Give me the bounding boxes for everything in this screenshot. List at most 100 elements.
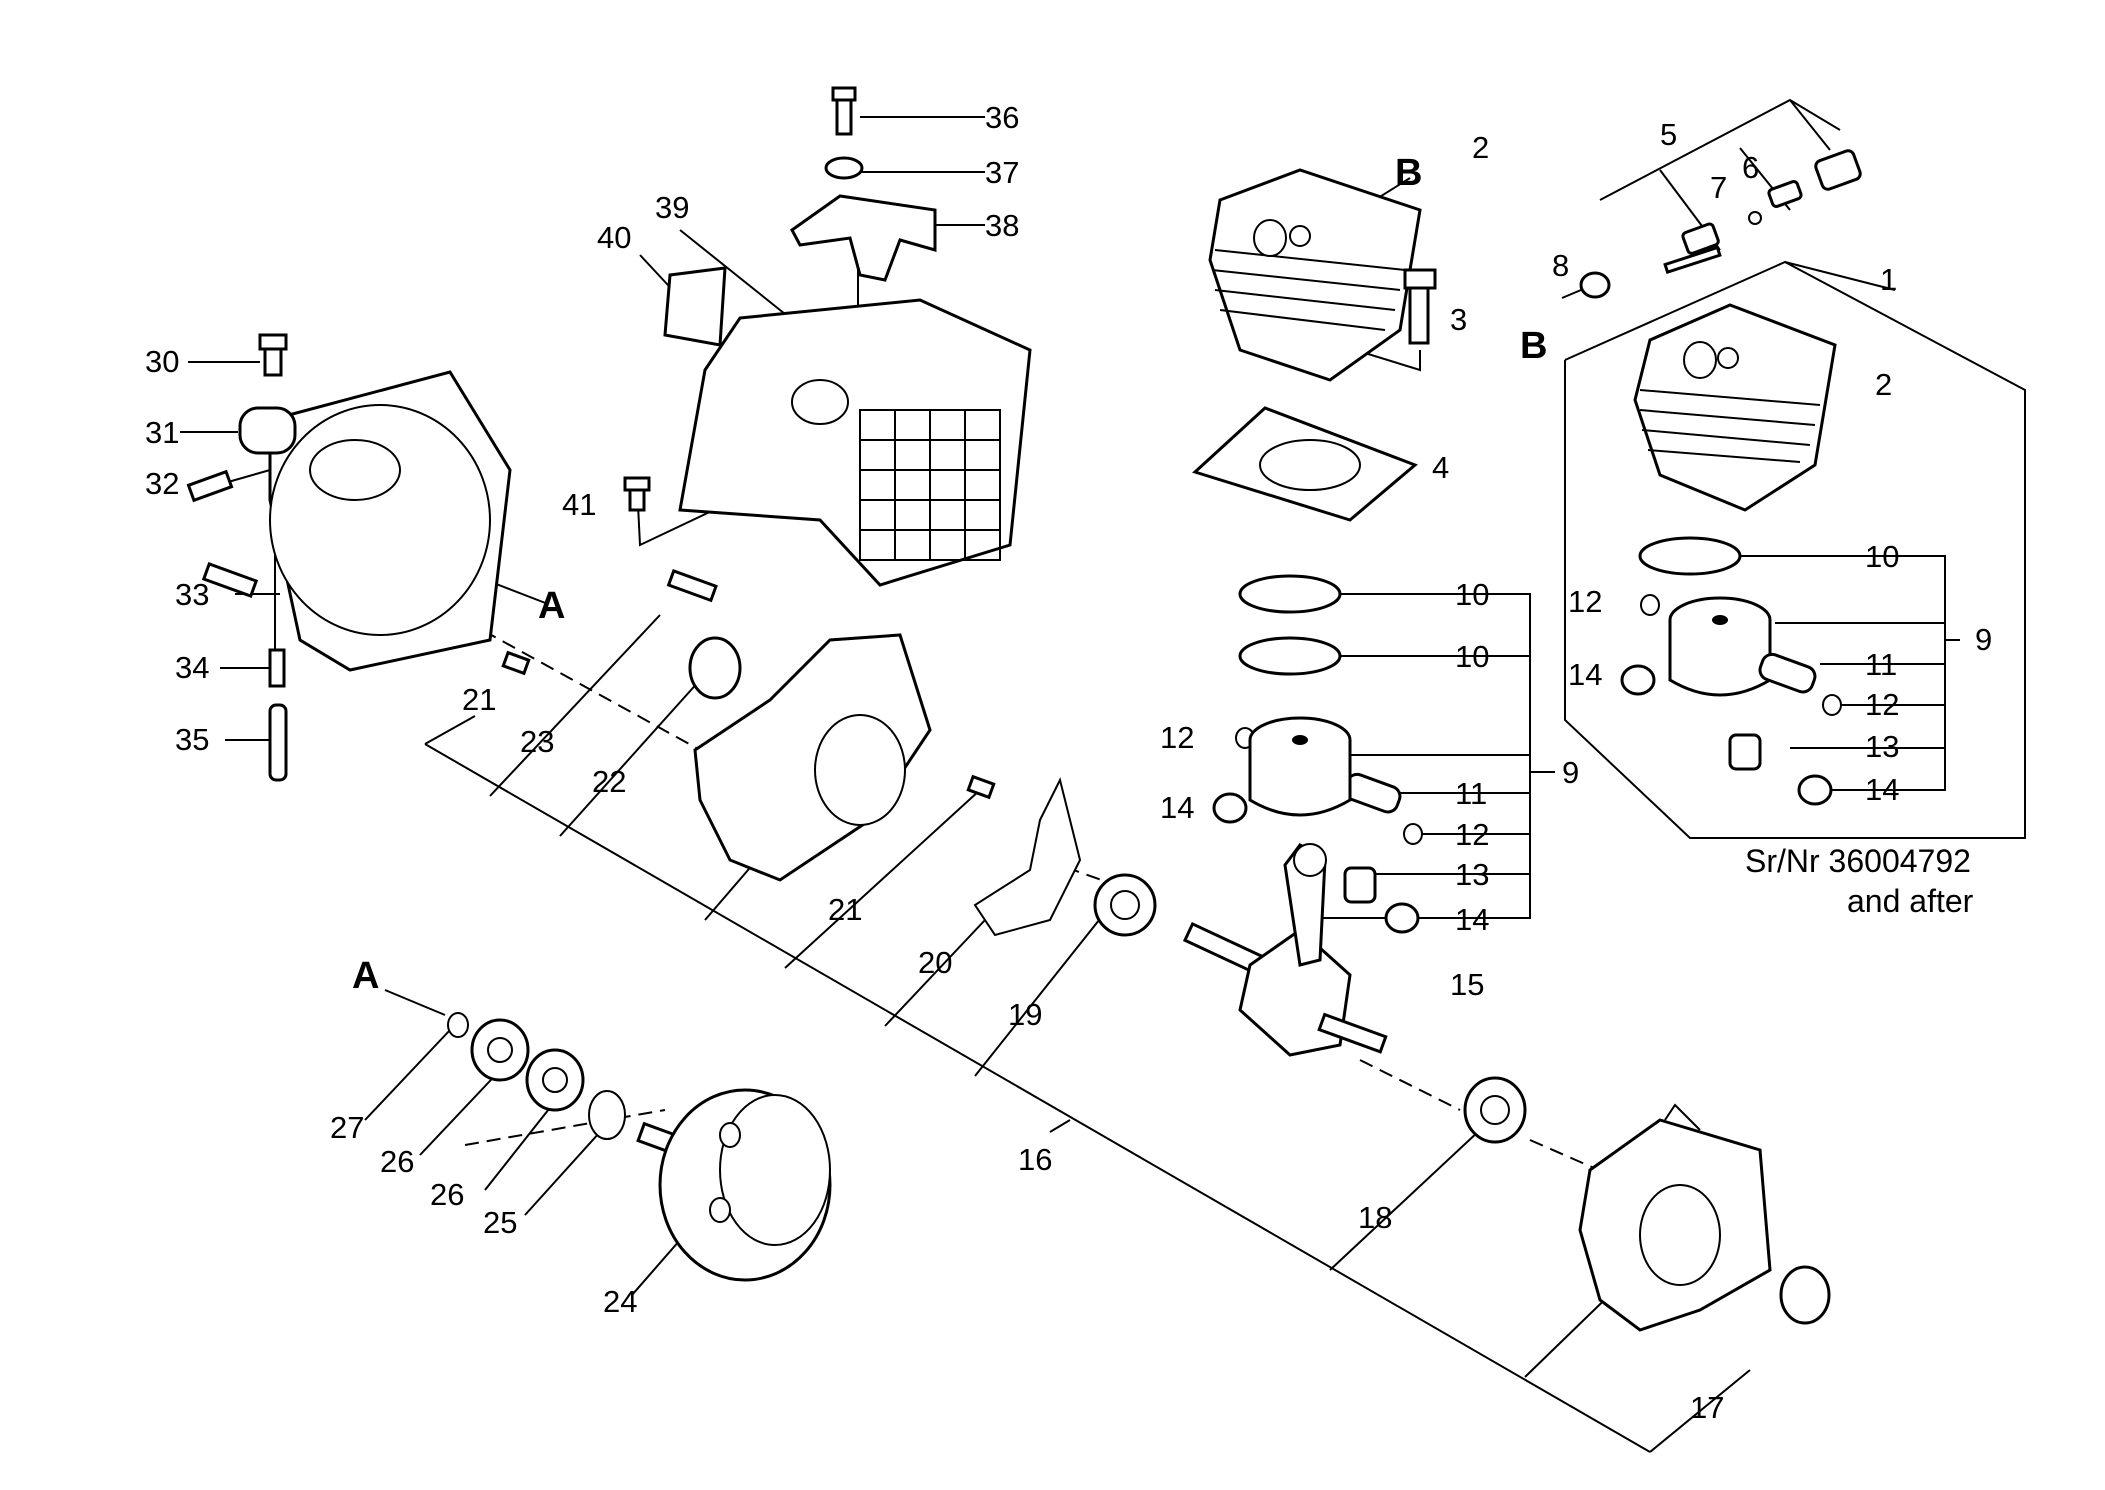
spring-part-34	[268, 648, 286, 688]
bearing-part-19	[1093, 873, 1157, 937]
washer-part-14b	[1384, 902, 1420, 934]
callout-8: 8	[1552, 248, 1569, 283]
callout-14a: 14	[1160, 790, 1194, 825]
bearing-part-18	[1463, 1076, 1527, 1144]
callout-17: 17	[1690, 1390, 1724, 1425]
callout-21a: 21	[462, 682, 496, 717]
callout-27: 27	[330, 1110, 364, 1145]
callout-23: 23	[520, 724, 554, 759]
callout-3: 3	[1450, 302, 1467, 337]
stud-part-23	[666, 568, 718, 603]
callout-41: 41	[562, 487, 596, 522]
callout-13b: 13	[1865, 729, 1899, 764]
clip-part-12d	[1822, 694, 1842, 716]
gasket-part-40	[663, 266, 727, 347]
gasket-part-4	[1192, 406, 1418, 522]
parts	[186, 86, 1862, 1332]
callout-2a: 2	[1472, 130, 1489, 165]
callout-11b: 11	[1865, 647, 1897, 682]
callout-25: 25	[483, 1205, 517, 1240]
seal-part-22	[688, 636, 742, 700]
callout-19: 19	[1008, 997, 1042, 1032]
callout-26b: 26	[430, 1177, 464, 1212]
callout-4: 4	[1432, 450, 1449, 485]
callout-9b: 9	[1975, 622, 1992, 657]
clip-part-12c	[1640, 594, 1660, 616]
callout-6: 6	[1742, 150, 1759, 185]
callout-1: 1	[1880, 262, 1897, 297]
ref-letter-a-bearing: A	[352, 955, 379, 997]
ring-part-10a	[1238, 574, 1342, 614]
needle-bearing-part-13b	[1728, 733, 1762, 771]
clutch-drum-part-24	[636, 1088, 832, 1282]
clip-part-7	[1748, 211, 1762, 225]
fitting-part-5b	[1681, 222, 1720, 255]
callout-32: 32	[145, 466, 179, 501]
pin-part-21a	[501, 650, 531, 676]
bolt-part-36	[831, 86, 857, 136]
callout-11a: 11	[1455, 776, 1487, 811]
serial-note-line2: and after	[1847, 883, 1974, 919]
callout-40: 40	[597, 220, 631, 255]
engine-cover-part-39	[678, 298, 1032, 587]
gasket-part-20	[973, 777, 1082, 937]
callout-34: 34	[175, 650, 209, 685]
callout-10b: 10	[1455, 639, 1489, 674]
callout-14c: 14	[1568, 657, 1602, 692]
callout-2b: 2	[1875, 367, 1892, 402]
flywheel-housing	[268, 370, 512, 672]
clip-part-12b	[1403, 823, 1423, 845]
needle-part-5	[1663, 245, 1722, 275]
pin-part-35	[268, 703, 288, 782]
callout-14d: 14	[1865, 772, 1899, 807]
callout-20: 20	[918, 945, 952, 980]
bolt-part-41	[623, 476, 651, 512]
bolt-part-3	[1403, 268, 1437, 345]
crankcase-half-right	[1578, 1103, 1772, 1332]
callout-13a: 13	[1455, 857, 1489, 892]
callout-12c: 12	[1568, 584, 1602, 619]
cylinder-part-2a	[1208, 168, 1422, 382]
washer-part-8	[1579, 271, 1611, 299]
callout-10a: 10	[1455, 577, 1489, 612]
ref-letter-b-washer: B	[1520, 325, 1547, 367]
callout-21b: 21	[828, 892, 862, 927]
spring-part-6	[1767, 180, 1803, 208]
cylinder-part-2b	[1633, 303, 1837, 512]
washer-part-14a	[1212, 792, 1248, 824]
ring-part-10b	[1238, 636, 1342, 676]
bearing-part-26b	[525, 1048, 585, 1112]
callout-38: 38	[985, 208, 1019, 243]
bracket-part-38	[790, 194, 937, 282]
callout-10c: 10	[1865, 539, 1899, 574]
callout-14b: 14	[1455, 902, 1489, 937]
serial-note-line1: Sr/Nr 36004792	[1745, 843, 1971, 879]
pin-part-21b	[966, 774, 996, 800]
seal-part-17	[1779, 1265, 1831, 1325]
plug-part-5c	[1814, 149, 1862, 191]
washer-part-14c	[1620, 664, 1656, 696]
callout-9a: 9	[1562, 755, 1579, 790]
piston-left	[1248, 716, 1352, 817]
callout-26a: 26	[380, 1144, 414, 1179]
washer-part-14d	[1797, 774, 1833, 806]
callout-31: 31	[145, 415, 179, 450]
clip-part-25	[588, 1090, 626, 1140]
callout-12b: 12	[1455, 817, 1489, 852]
callout-18: 18	[1358, 1200, 1392, 1235]
bolt-part-30	[258, 333, 288, 377]
callout-36: 36	[985, 100, 1019, 135]
callout-22: 22	[592, 764, 626, 799]
ref-letter-a-housing: A	[538, 585, 565, 627]
piston-right	[1668, 596, 1772, 697]
bearing-part-26a	[470, 1018, 530, 1082]
ring-part-10c	[1638, 536, 1742, 576]
callout-39: 39	[655, 190, 689, 225]
washer-part-37	[824, 156, 864, 180]
crankshaft-part-15	[1182, 843, 1388, 1057]
callout-33: 33	[175, 577, 209, 612]
callout-30: 30	[145, 344, 179, 379]
callout-15: 15	[1450, 967, 1484, 1002]
boss-part-31	[238, 406, 297, 455]
